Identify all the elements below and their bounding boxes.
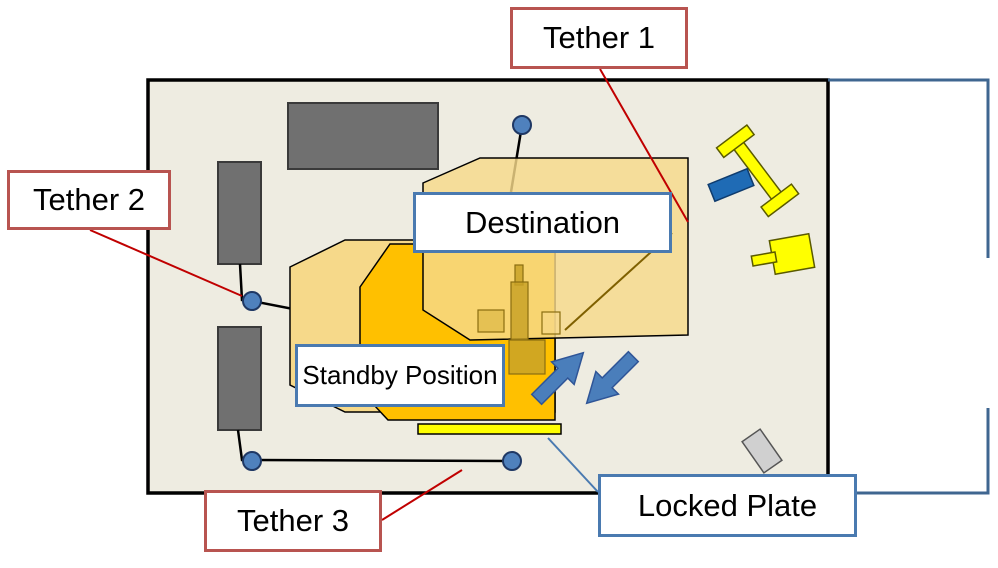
arm-joint-right xyxy=(541,311,561,335)
tool-parts xyxy=(715,123,816,276)
locked-plate-label: Locked Plate xyxy=(598,474,857,537)
tether-1-label: Tether 1 xyxy=(510,7,688,69)
destination-label: Destination xyxy=(413,192,672,253)
robot-arm xyxy=(477,264,561,375)
arrow-to-destination xyxy=(530,351,585,406)
gripper-crossbar-bottom xyxy=(760,183,800,218)
anchor-point-4 xyxy=(502,451,522,471)
gripper-tool xyxy=(715,123,800,218)
leader-line-tether-3 xyxy=(381,469,463,521)
blue-tool-handle xyxy=(707,167,755,203)
tether-2-label: Tether 2 xyxy=(7,170,171,230)
equipment-cabinet-top xyxy=(287,102,439,170)
anchor-points xyxy=(242,115,532,471)
equipment-cabinet-left-lower xyxy=(217,326,262,431)
standby-position-label: Standby Position xyxy=(295,344,505,407)
leader-line-tether-1-upper xyxy=(599,68,689,223)
locked-plate-shape xyxy=(417,423,562,435)
anchor-point-3 xyxy=(242,451,262,471)
gripper-crossbar-top xyxy=(715,123,756,159)
arm-base xyxy=(508,339,546,375)
leader-line-tether-2 xyxy=(89,229,243,297)
adjacent-wall-upper xyxy=(828,78,990,258)
tether-line-3 xyxy=(236,429,513,463)
arm-joint-left xyxy=(477,309,505,333)
tool-block xyxy=(768,232,816,276)
tool-block-stub xyxy=(750,251,778,267)
equipment-cabinet-left-upper xyxy=(217,161,262,265)
tether-3-label: Tether 3 xyxy=(204,490,382,552)
arm-mast xyxy=(510,281,529,341)
arrow-to-standby xyxy=(585,350,640,405)
anchor-point-2 xyxy=(242,291,262,311)
movement-arrows xyxy=(530,350,640,406)
adjacent-wall-lower xyxy=(828,408,990,495)
small-equipment-box xyxy=(741,428,783,474)
leader-line-locked-plate xyxy=(547,437,599,493)
anchor-point-1 xyxy=(512,115,532,135)
